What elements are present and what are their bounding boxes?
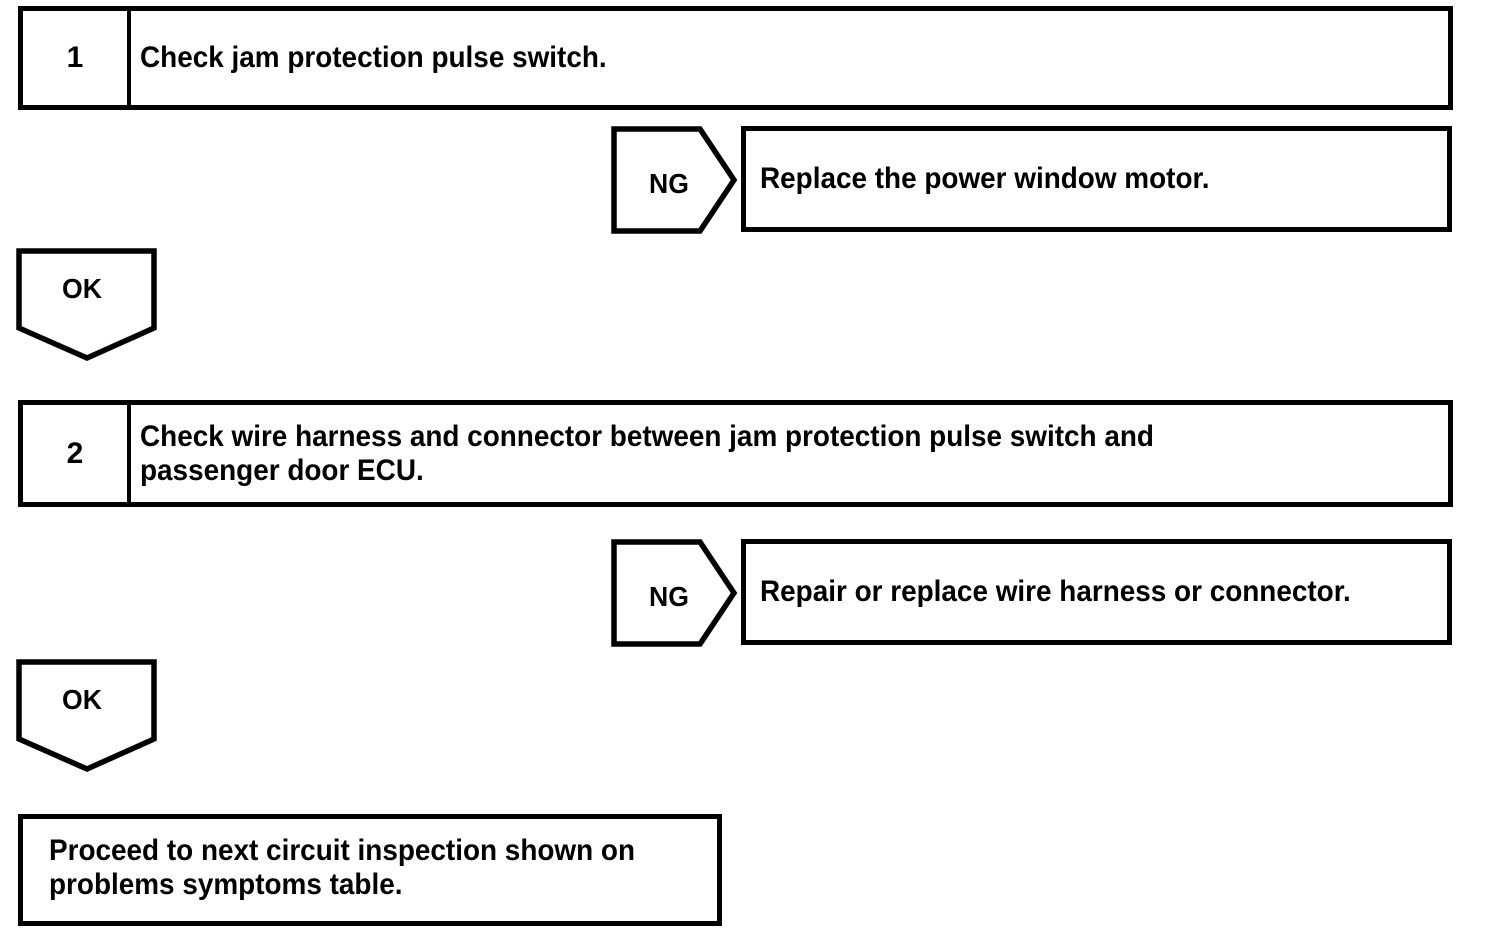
step-box-2[interactable]: 2 Check wire harness and connector betwe…: [18, 400, 1453, 507]
branch-result-box-1[interactable]: Replace the power window motor.: [741, 126, 1452, 232]
branch-tag-ng-1: NG: [611, 126, 738, 234]
branch-result-text-2: Repair or replace wire harness or connec…: [760, 575, 1351, 608]
step-body-1: Check jam protection pulse switch.: [131, 11, 1448, 105]
step-text-2: Check wire harness and connector between…: [140, 419, 1154, 487]
pass-tag-ok-2-label: OK: [62, 684, 102, 715]
branch-tag-ng-2-label: NG: [649, 581, 689, 612]
pass-tag-ok-1: OK: [16, 248, 159, 362]
branch-result-text-1: Replace the power window motor.: [760, 162, 1210, 195]
step-number-2: 2: [23, 405, 131, 502]
step-number-1: 1: [23, 11, 131, 105]
branch-result-box-2[interactable]: Repair or replace wire harness or connec…: [741, 539, 1452, 645]
step-box-1[interactable]: 1 Check jam protection pulse switch.: [18, 6, 1453, 110]
branch-tag-ng-2: NG: [611, 539, 738, 647]
final-instruction-box[interactable]: Proceed to next circuit inspection shown…: [18, 814, 722, 926]
step-text-1: Check jam protection pulse switch.: [140, 41, 607, 74]
branch-tag-ng-1-label: NG: [649, 168, 689, 199]
chevron-down-icon: [16, 659, 157, 773]
chevron-right-icon: [611, 126, 738, 234]
pass-tag-ok-1-label: OK: [62, 273, 102, 304]
step-body-2: Check wire harness and connector between…: [131, 405, 1448, 502]
chevron-right-icon: [611, 539, 738, 647]
chevron-down-icon: [16, 248, 157, 362]
pass-tag-ok-2: OK: [16, 659, 159, 773]
final-instruction-text: Proceed to next circuit inspection shown…: [49, 834, 635, 901]
